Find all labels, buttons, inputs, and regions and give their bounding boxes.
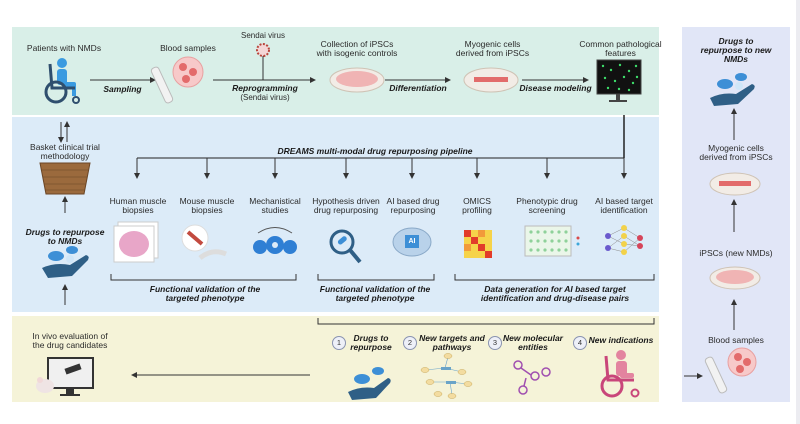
branch-hypothesis-l1: Hypothesis driven	[312, 196, 380, 206]
gears-icon	[253, 227, 297, 254]
group1-line1: Functional validation of the	[149, 284, 261, 294]
branch-ai-drug-l1: AI based drug	[386, 196, 440, 206]
group1-line2: targeted phenotype	[165, 293, 245, 303]
branch-omics-l2: profiling	[462, 205, 492, 215]
histology-slide-icon	[113, 221, 159, 263]
right-drugs-line3: NMDs	[723, 54, 749, 64]
outcome-3-line1: New molecular	[503, 333, 563, 343]
branch-ai-drug-l2: repurposing	[390, 205, 436, 215]
hand-pills-icon-bottom	[348, 367, 391, 400]
hand-pills-icon-right	[710, 73, 755, 106]
petri-dish-myogenic-icon	[463, 67, 519, 93]
right-drugs-line1: Drugs to	[718, 36, 754, 46]
branch-mouse-biopsies-l2: biopsies	[191, 205, 223, 215]
bottom-panel-outcomes	[12, 316, 659, 402]
branch-human-biopsies-l2: biopsies	[122, 205, 154, 215]
branch-mechanistical-l2: studies	[261, 205, 289, 215]
scrollbar[interactable]	[796, 0, 800, 424]
mouse-imaging-icon	[36, 357, 94, 396]
label-invivo-line1: In vivo evaluation of	[32, 331, 108, 341]
outcome-number-1: 1	[332, 336, 346, 350]
blood-sample-tube-icon	[150, 56, 204, 104]
sendai-virus-icon	[256, 43, 270, 57]
outcome-4-line1: New indications	[588, 335, 654, 345]
outcome-number-4: 4	[573, 336, 587, 350]
outcome-2-line1: New targets and	[419, 333, 485, 343]
bracket-group-3	[454, 274, 655, 281]
molecule-icon	[513, 360, 551, 395]
outcome-1-line1: Drugs to	[353, 333, 389, 343]
mouse-muscle-icon	[181, 224, 227, 260]
wheelchair-patient-icon	[44, 58, 80, 104]
petri-dish-ipsc-icon	[329, 67, 385, 93]
ai-brain-icon	[392, 227, 432, 257]
right-ipsc-label: iPSCs (new NMDs)	[699, 248, 773, 258]
outcome-2-line2: pathways	[432, 342, 472, 352]
top-panel-ipsc-modeling	[12, 27, 659, 115]
group2-line1: Functional validation of the	[319, 284, 431, 294]
blood-sample-right-icon	[704, 347, 757, 394]
label-drugs-to-nmds-line2: to NMDs	[47, 236, 83, 246]
branch-omics-l1: OMICS	[463, 196, 491, 206]
branch-mouse-biopsies-l1: Mouse muscle	[179, 196, 235, 206]
bracket-group-1	[110, 274, 297, 281]
branch-phenotypic-l2: screening	[528, 205, 566, 215]
label-basket-line2: methodology	[40, 151, 90, 161]
outcome-1-line2: repurpose	[350, 342, 392, 352]
arrow-label-differentiation: Differentiation	[389, 83, 447, 93]
pathway-network-icon	[420, 353, 473, 399]
basket-icon	[39, 162, 91, 195]
label-myogenic-line1: Myogenic cells	[464, 39, 521, 49]
label-invivo-line2: the drug candidates	[32, 340, 108, 350]
label-ipsc-line1: Collection of iPSCs	[320, 39, 394, 49]
arrow-label-sendai-sub: (Sendai virus)	[240, 93, 290, 102]
label-basket-line1: Basket clinical trial	[30, 142, 100, 152]
right-panel-new-nmds	[682, 27, 790, 402]
outcome-number-3: 3	[488, 336, 502, 350]
branch-phenotypic-l1: Phenotypic drug	[516, 196, 578, 206]
branch-ai-target-l1: AI based target	[595, 196, 653, 206]
arrow-label-reprogramming: Reprogramming	[232, 83, 298, 93]
label-patients: Patients with NMDs	[26, 43, 102, 53]
bracket-outcomes	[317, 318, 655, 325]
branch-mechanistical-l1: Mechanistical	[249, 196, 301, 206]
neural-network-icon	[605, 225, 643, 255]
branch-ai-target-l2: identification	[600, 205, 648, 215]
hand-pills-icon-left	[42, 246, 89, 278]
label-common-line1: Common pathological	[579, 39, 662, 49]
monitor-fluorescence-icon	[596, 59, 642, 102]
arrow-label-disease-modeling: Disease modeling	[519, 83, 592, 93]
group3-line2: identification and drug-disease pairs	[480, 293, 630, 303]
pipeline-title: DREAMS multi-modal drug repurposing pipe…	[277, 146, 473, 156]
omics-heatmap-icon	[464, 230, 492, 258]
label-sendai-virus: Sendai virus	[240, 31, 286, 40]
outcome-3-line2: entities	[518, 342, 548, 352]
right-myogenic-line1: Myogenic cells	[708, 143, 764, 153]
well-plate-icon	[524, 225, 580, 257]
ai-chip-label: AI	[408, 238, 416, 245]
right-drugs-line2: repurpose to new	[700, 45, 772, 55]
right-myogenic-line2: derived from iPSCs	[699, 152, 773, 162]
wheelchair-new-indications-icon	[600, 350, 640, 398]
branch-hypothesis-l2: drug repurposing	[313, 205, 379, 215]
label-ipsc-line2: with isogenic controls	[316, 48, 398, 58]
arrow-label-sampling: Sampling	[103, 84, 142, 94]
petri-dish-ipsc-right-icon	[709, 266, 761, 290]
branch-human-biopsies-l1: Human muscle	[109, 196, 167, 206]
group2-line2: targeted phenotype	[335, 293, 415, 303]
right-blood-label: Blood samples	[708, 335, 764, 345]
petri-dish-myogenic-right-icon	[709, 172, 761, 196]
label-drugs-to-nmds-line1: Drugs to repurpose	[25, 227, 105, 237]
outcome-number-2: 2	[403, 336, 417, 350]
label-blood-samples: Blood samples	[160, 43, 216, 53]
group3-line1: Data generation for AI based target	[484, 284, 626, 294]
label-common-line2: features	[605, 48, 636, 58]
magnifier-pill-icon	[329, 229, 362, 264]
label-myogenic-line2: derived from iPSCs	[455, 48, 530, 58]
bracket-group-2	[317, 274, 435, 281]
